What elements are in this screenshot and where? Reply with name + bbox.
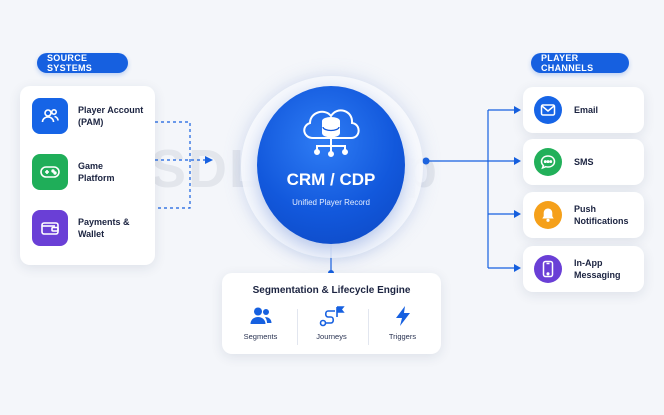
bell-icon <box>534 201 562 229</box>
engine-item-label: Triggers <box>388 332 417 341</box>
source-item-label: Game Platform <box>78 161 115 183</box>
crm-cdp-hub: CRM / CDP Unified Player Record <box>257 86 405 244</box>
hub-title: CRM / CDP <box>286 170 376 189</box>
channel-label: Push Notifications <box>574 204 629 226</box>
envelope-icon <box>534 96 562 124</box>
channel-push-notifications: Push Notifications <box>523 192 644 238</box>
divider <box>297 309 298 345</box>
source-systems-header: SOURCE SYSTEMS <box>37 53 128 73</box>
users-icon <box>250 307 271 324</box>
source-systems-card: Player Account (PAM) Game Platform Payme… <box>20 86 155 265</box>
channel-label: SMS <box>574 157 594 167</box>
divider <box>368 309 369 345</box>
users-icon <box>32 98 68 134</box>
engine-title: Segmentation & Lifecycle Engine <box>252 285 411 296</box>
channel-label: In-App Messaging <box>574 258 621 280</box>
source-item-label: Player Account (PAM) <box>78 105 144 127</box>
channel-email: Email <box>523 87 644 133</box>
wallet-icon <box>32 210 68 246</box>
source-item-pam: Player Account (PAM) <box>32 98 148 134</box>
cloud-database-icon <box>303 109 360 157</box>
engine-item-label: Segments <box>243 332 278 341</box>
channel-sms: SMS <box>523 139 644 185</box>
smartphone-icon <box>534 255 562 283</box>
lightning-icon <box>395 306 410 326</box>
engine-item-triggers: Triggers <box>366 305 439 341</box>
source-item-game-platform: Game Platform <box>32 154 148 190</box>
chat-bubble-icon <box>534 148 562 176</box>
channel-in-app-messaging: In-App Messaging <box>523 246 644 292</box>
engine-item-journeys: Journeys <box>295 305 368 341</box>
gamepad-icon <box>32 154 68 190</box>
source-item-payments: Payments & Wallet <box>32 210 148 246</box>
engine-item-label: Journeys <box>316 332 347 341</box>
source-item-label: Payments & Wallet <box>78 217 130 239</box>
player-channels-header: PLAYER CHANNELS <box>531 53 629 73</box>
channel-label: Email <box>574 105 599 115</box>
journey-flag-icon <box>319 306 345 327</box>
hub-subtitle: Unified Player Record <box>292 198 370 207</box>
engine-item-segments: Segments <box>224 305 297 341</box>
segmentation-engine-card: Segmentation & Lifecycle Engine Segments… <box>222 273 441 354</box>
